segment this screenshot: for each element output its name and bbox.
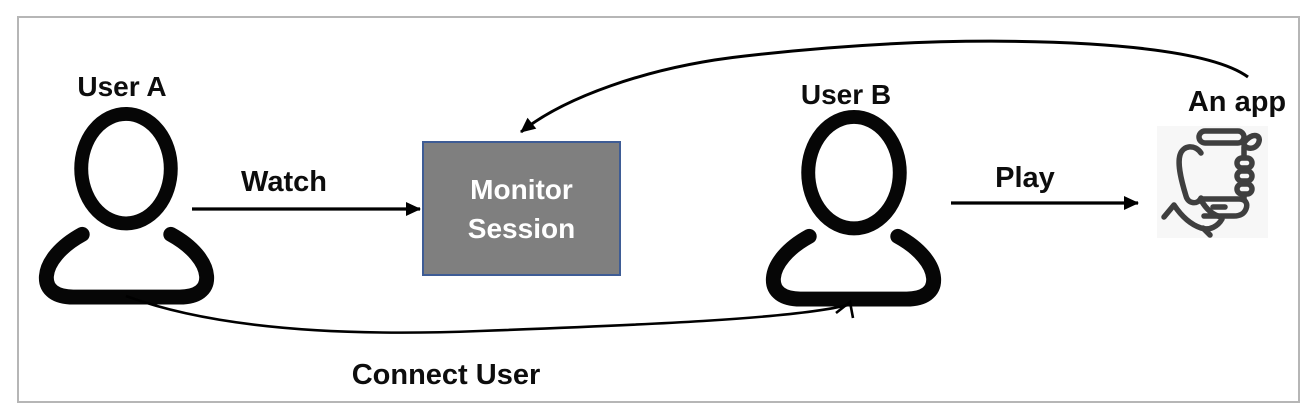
monitor-session-box: Monitor Session bbox=[422, 141, 621, 276]
monitor-session-label: Monitor Session bbox=[467, 173, 576, 244]
connect-user-edge-label: Connect User bbox=[351, 359, 541, 391]
user-a-label: User A bbox=[77, 71, 167, 102]
person-icon bbox=[38, 106, 215, 305]
watch-edge-label: Watch bbox=[241, 166, 327, 198]
play-edge-label: Play bbox=[995, 162, 1055, 194]
person-icon bbox=[765, 109, 942, 307]
hand-holding-phone-icon bbox=[1157, 126, 1268, 238]
user-b-label: User B bbox=[800, 79, 892, 110]
an-app-label: An app bbox=[1187, 86, 1287, 118]
